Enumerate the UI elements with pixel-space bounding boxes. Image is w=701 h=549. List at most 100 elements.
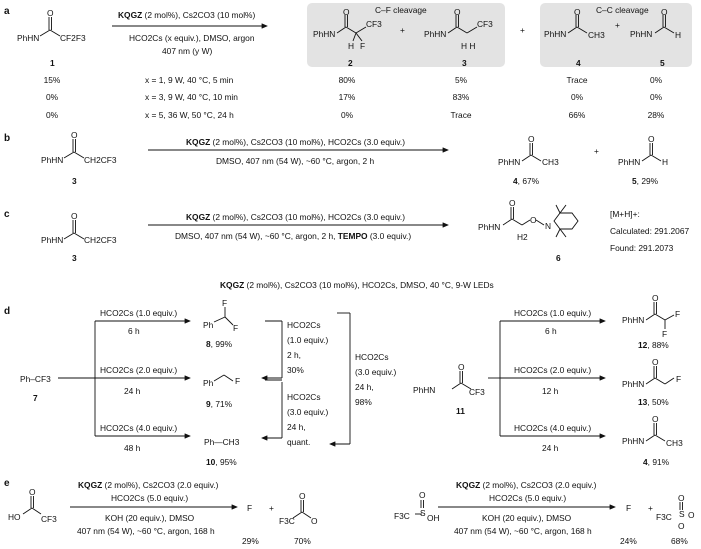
product-5-h: H (675, 30, 682, 40)
atom-o: O (299, 491, 306, 501)
fluoride: F (247, 503, 253, 513)
compound-number-5: 5 (660, 58, 665, 68)
outer-line: 98% (355, 397, 372, 407)
acetate-f3c: F3C (279, 516, 295, 526)
compound-number-3: 3 (462, 58, 467, 68)
atom-o: O (47, 8, 54, 18)
yield-cell: 66% (568, 110, 586, 120)
compound-number-7: 7 (33, 393, 38, 403)
ms-title: [M+H]+: (610, 209, 640, 219)
atom-o: O (71, 211, 78, 221)
arrow-condition-top: HCO2Cs (2.0 equiv.) (514, 365, 592, 375)
triflate-s: S (679, 509, 685, 519)
plus-sign: + (615, 20, 620, 30)
atom-o: O (574, 7, 581, 17)
conditions-a-top: KQGZ (2 mol%), Cs2CO3 (10 mol%) (118, 10, 256, 20)
triflic-acid-s: S (420, 508, 426, 518)
arrow-condition-bottom: 24 h (124, 386, 141, 396)
triflic-acid-f3c: F3C (394, 511, 410, 521)
atom-o: O (652, 357, 659, 367)
reactant-1-label: PhHN (17, 33, 40, 43)
product-5-ph: PhHN (618, 157, 641, 167)
conditions-e-left-2: HCO2Cs (5.0 equiv.) (111, 493, 189, 503)
arrow-condition-top: HCO2Cs (4.0 equiv.) (100, 423, 178, 433)
product-4-ph: PhHN (544, 29, 567, 39)
yield-fluoride: 24% (620, 536, 637, 546)
cc-cleavage-label: C–C cleavage (596, 5, 649, 15)
panel-label-e: e (4, 478, 10, 489)
product-2-ph: PhHN (313, 29, 336, 39)
reactant-3-ph: PhHN (41, 155, 64, 165)
yield-cell: 15% (43, 75, 61, 85)
yield-cell: 0% (570, 92, 584, 102)
outer-line: (3.0 equiv.) (355, 367, 397, 377)
product-4-ch3: CH3 (666, 438, 683, 448)
compound-number-4: 4 (576, 58, 581, 68)
trifluoroacetic-acid-cf3: CF3 (41, 514, 57, 524)
triflate-o: O (688, 510, 695, 520)
inner1-line: 30% (287, 365, 304, 375)
product-9-ph: Ph (203, 378, 214, 388)
conditions-c-top: KQGZ (2 mol%), Cs2CO3 (10 mol%), HCO2Cs … (186, 212, 406, 222)
outer-line: HCO2Cs (355, 352, 389, 362)
atom-o: O (652, 414, 659, 424)
product-8-f: F (222, 298, 228, 308)
reactant-3-ch: CH2CF3 (84, 235, 117, 245)
reactant-3-ch: CH2CF3 (84, 155, 117, 165)
atom-o: O (678, 493, 685, 503)
conditions-d-header: KQGZ (2 mol%), Cs2CO3 (10 mol%), HCO2Cs,… (220, 280, 494, 290)
ms-found: Found: 291.2073 (610, 243, 674, 253)
yield-acetate: 70% (294, 536, 311, 546)
product-12-ph: PhHN (622, 315, 645, 325)
inner1-line: HCO2Cs (287, 320, 321, 330)
product-13-label: 13, 50% (638, 397, 669, 407)
product-5-ph: PhHN (630, 29, 653, 39)
triflate-f3c: F3C (656, 512, 672, 522)
atom-o: O (528, 134, 535, 144)
reactant-11-cf3: CF3 (469, 387, 485, 397)
arrow-condition-bottom: 6 h (545, 326, 557, 336)
atom-o: O (509, 198, 516, 208)
product-10: Ph—CH3 (204, 437, 240, 447)
product-2-h: H (348, 41, 355, 51)
product-3-h: H H (461, 41, 476, 51)
atom-o: O (648, 134, 655, 144)
cc-cleavage-box (540, 3, 692, 67)
product-13-ph: PhHN (622, 379, 645, 389)
product-4-label: 4, 67% (513, 176, 540, 186)
conditions-a-bottom: 407 nm (y W) (162, 46, 213, 56)
inner2-line: quant. (287, 437, 311, 447)
product-2-cf3: CF3 (366, 19, 382, 29)
conditions-e-right-3: KOH (20 equiv.), DMSO (482, 513, 572, 523)
conditions-e-right-4: 407 nm (54 W), ~60 °C, argon, 168 h (454, 526, 592, 536)
yield-cell: 17% (338, 92, 356, 102)
outer-line: 24 h, (355, 382, 374, 392)
product-13-f: F (676, 374, 682, 384)
product-9-f: F (235, 376, 241, 386)
yield-cell: 5% (454, 75, 468, 85)
product-4-label: 4, 91% (643, 457, 670, 467)
cf-cleavage-box (307, 3, 505, 67)
atom-o: O (343, 7, 350, 17)
panel-label-b: b (4, 133, 11, 144)
condition-cell: x = 1, 9 W, 40 °C, 5 min (145, 75, 234, 85)
arrow-condition-bottom: 12 h (542, 386, 559, 396)
plus-sign: + (400, 25, 405, 35)
compound-number-3: 3 (72, 253, 77, 263)
conditions-a-mid: HCO2Cs (x equiv.), DMSO, argon (129, 33, 255, 43)
yield-cell: 83% (452, 92, 470, 102)
yield-cell: 0% (649, 92, 663, 102)
plus-sign: + (520, 25, 525, 35)
conditions-e-left-4: 407 nm (54 W), ~60 °C, argon, 168 h (77, 526, 215, 536)
product-5-label: 5, 29% (632, 176, 659, 186)
atom-o: O (454, 7, 461, 17)
acetate-o: O (311, 516, 318, 526)
product-8-ph: Ph (203, 320, 214, 330)
atom-o: O (419, 490, 426, 500)
yield-cell: Trace (450, 110, 472, 120)
conditions-b-top: KQGZ (2 mol%), Cs2CO3 (10 mol%), HCO2Cs … (186, 137, 406, 147)
product-6-n: N (545, 221, 552, 231)
product-12-label: 12, 88% (638, 340, 669, 350)
product-8-label: 8, 99% (206, 339, 233, 349)
atom-o: O (29, 487, 36, 497)
